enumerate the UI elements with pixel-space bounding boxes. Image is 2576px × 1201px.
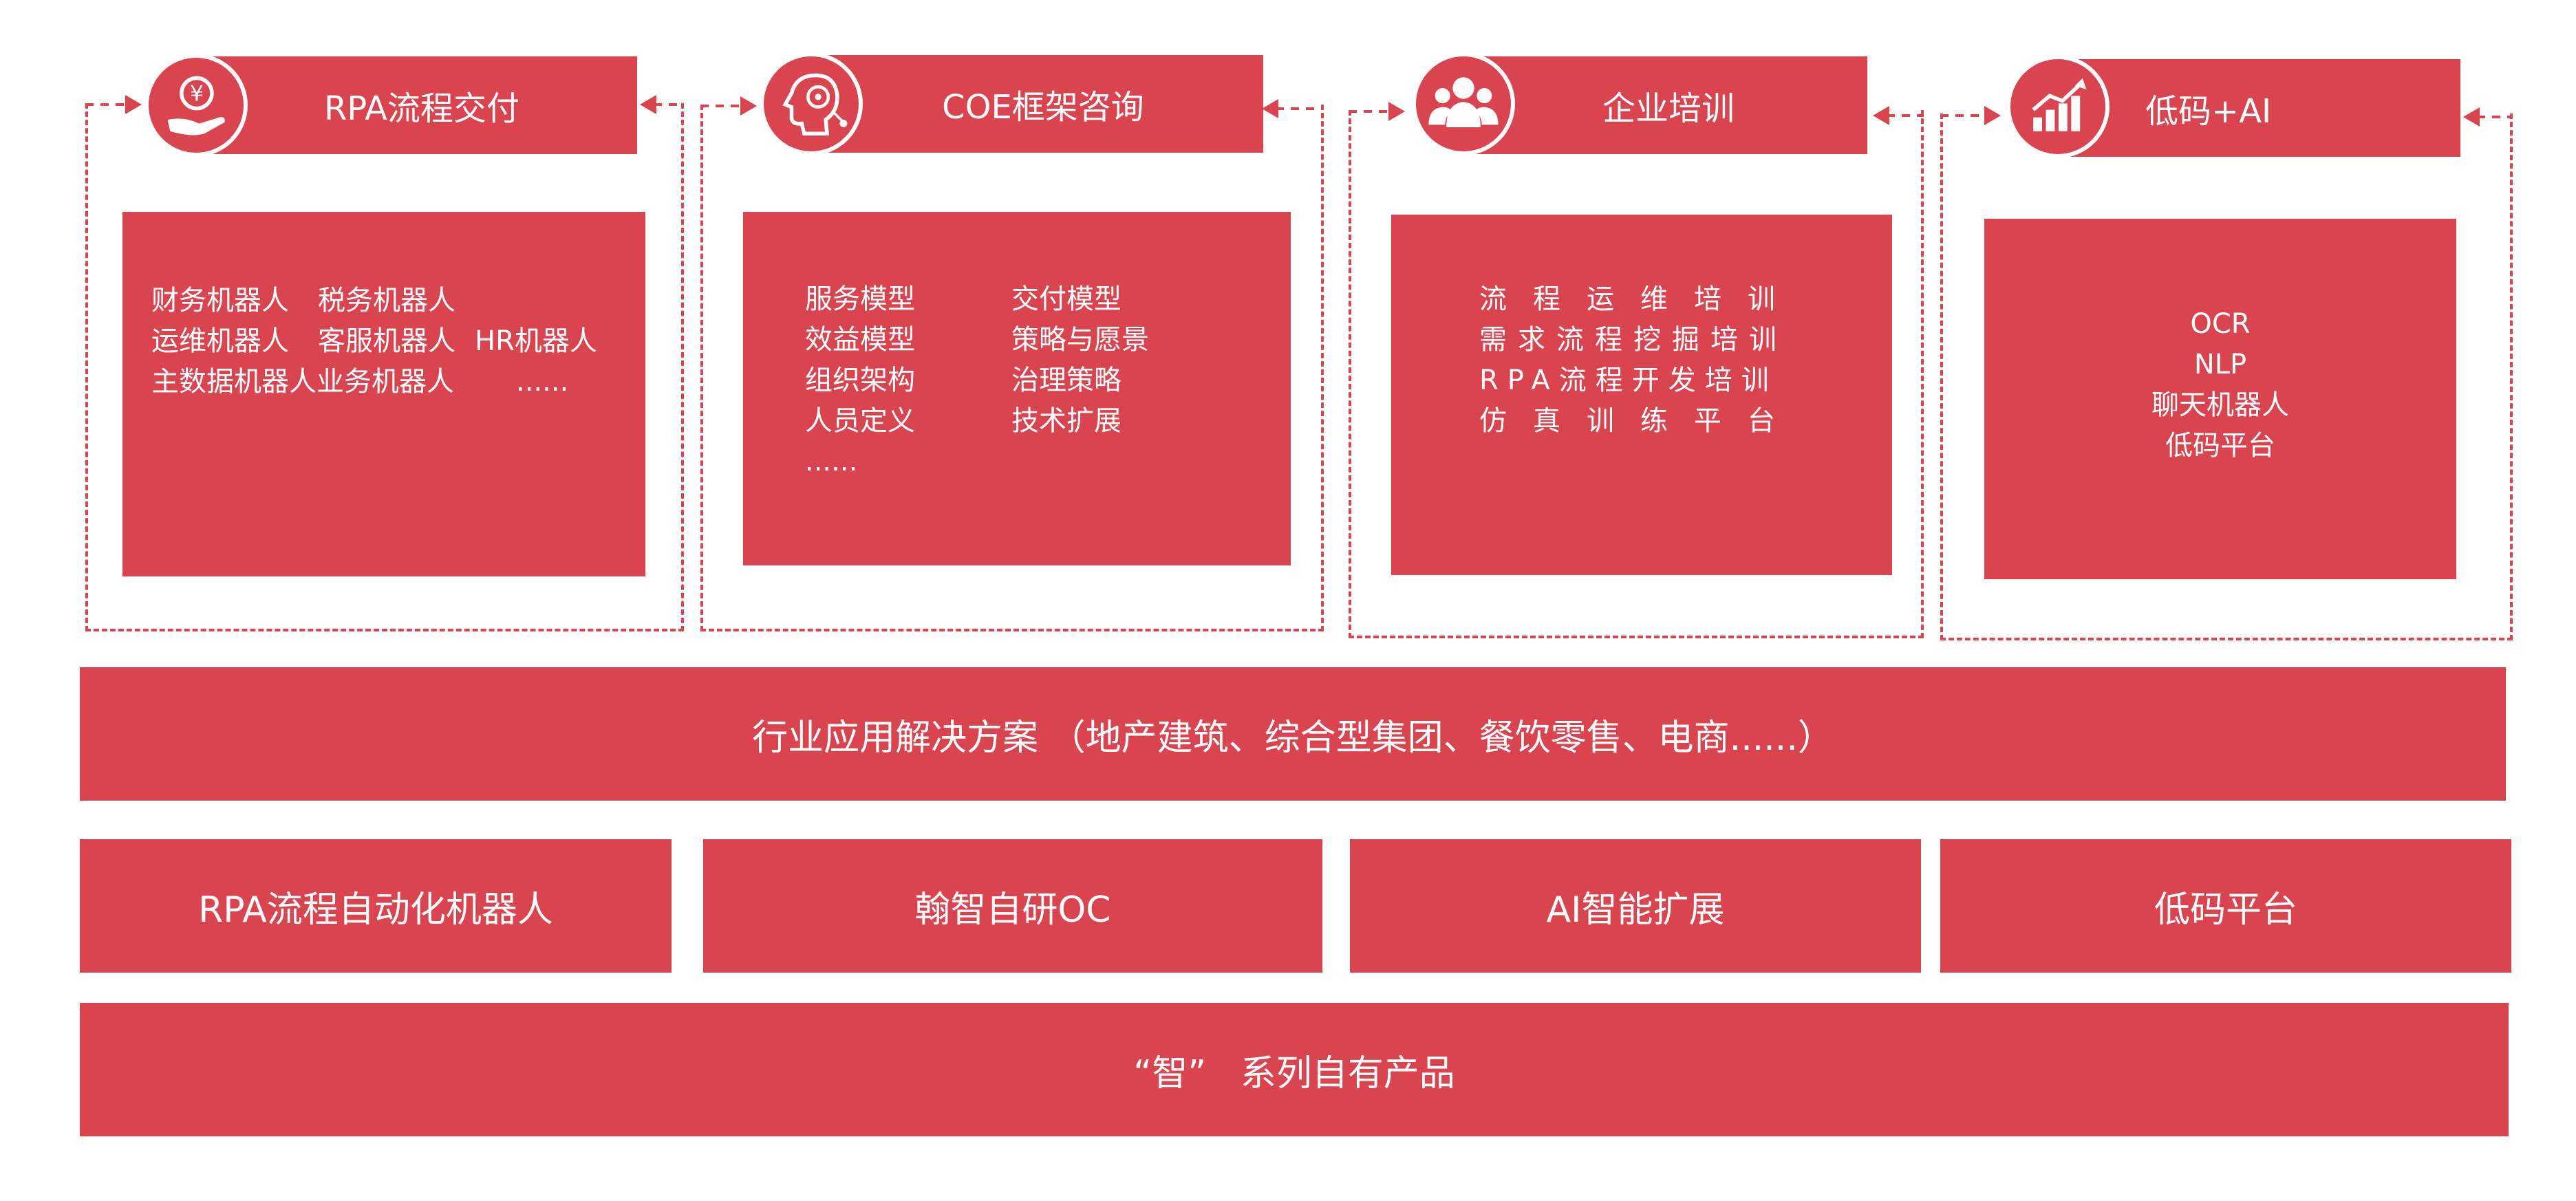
module-title: COE框架咨询 xyxy=(942,88,1144,127)
module-card-coe: 服务模型 交付模型 效益模型 策略与愿景 组织架构 治理策略 人员定义 技术扩展… xyxy=(743,212,1291,565)
product-label: AI智能扩展 xyxy=(1546,889,1725,931)
industry-solutions-label: 行业应用解决方案 （地产建筑、综合型集团、餐饮零售、电商......） xyxy=(752,717,1834,759)
card-item: ...... xyxy=(805,446,858,477)
product-label: 翰智自研OC xyxy=(914,889,1111,931)
card-item: 效益模型 xyxy=(805,324,915,356)
card-item: 客服机器人 xyxy=(318,325,455,357)
module-title: RPA流程交付 xyxy=(323,89,520,128)
arrow-head xyxy=(1262,99,1278,118)
card-item: NLP xyxy=(2193,349,2247,380)
product-box: AI智能扩展 xyxy=(1350,839,1921,973)
card-item: 主数据机器人 xyxy=(151,366,316,398)
card-row: RPA流程开发培训 xyxy=(1479,360,1892,401)
card-item: 交付模型 xyxy=(1011,283,1121,315)
hand-yen-icon: ¥ xyxy=(144,54,248,157)
module-header-lowcode: 低码+AI xyxy=(2063,59,2460,157)
card-item: 流程运维培训 xyxy=(1479,283,1801,315)
card-item: 低码平台 xyxy=(2165,430,2275,462)
card-item: 财务机器人 xyxy=(151,285,289,316)
svg-text:¥: ¥ xyxy=(190,82,204,107)
module-title: 低码+AI xyxy=(2145,92,2272,131)
module-header-coe: COE框架咨询 xyxy=(823,55,1263,153)
card-row: ...... xyxy=(805,442,1291,482)
product-label: 低码平台 xyxy=(2154,889,2297,931)
card-item: 税务机器人 xyxy=(318,285,455,316)
loop-outline-rpa xyxy=(85,103,684,631)
people-group-icon xyxy=(1412,52,1515,155)
card-item: RPA流程开发培训 xyxy=(1479,365,1778,396)
card-row: 人员定义 技术扩展 xyxy=(805,401,1291,442)
ai-head-icon xyxy=(760,52,863,155)
arrow-head xyxy=(740,96,757,116)
card-item: 人员定义 xyxy=(805,405,915,437)
loop-outline-coe xyxy=(700,105,1324,631)
module-title: 企业培训 xyxy=(1602,89,1735,128)
card-row: 需求流程挖掘培训 xyxy=(1479,320,1892,360)
card-row: 运维机器人 客服机器人 HR机器人 xyxy=(151,321,645,362)
module-card-training: 流程运维培训 需求流程挖掘培训 RPA流程开发培训 仿真训练平台 xyxy=(1391,215,1892,575)
loop-outline-training xyxy=(1349,110,1924,638)
loop-outline-lowcode xyxy=(1940,113,2513,640)
foundation-label: “智” 系列自有产品 xyxy=(1133,1052,1455,1094)
module-header-training: 企业培训 xyxy=(1470,56,1867,154)
card-row: 服务模型 交付模型 xyxy=(805,279,1291,320)
module-header-rpa: RPA流程交付 xyxy=(206,56,637,154)
product-box: RPA流程自动化机器人 xyxy=(80,839,672,973)
card-item: 服务模型 xyxy=(805,283,915,315)
product-box: 低码平台 xyxy=(1940,839,2511,973)
card-item: HR机器人 xyxy=(475,325,597,357)
card-item: 聊天机器人 xyxy=(2151,389,2289,421)
arrow-head xyxy=(2463,107,2480,127)
module-card-rpa: 财务机器人 税务机器人 运维机器人 客服机器人 HR机器人 主数据机器人 业务机… xyxy=(122,212,645,576)
card-item: 治理策略 xyxy=(1011,365,1121,396)
foundation-band: “智” 系列自有产品 xyxy=(80,1003,2509,1136)
card-row: 效益模型 策略与愿景 xyxy=(805,320,1291,360)
card-item: 需求流程挖掘培训 xyxy=(1479,324,1788,356)
card-item: 业务机器人 xyxy=(316,366,454,398)
module-card-lowcode: OCR NLP 聊天机器人 低码平台 xyxy=(1984,219,2456,579)
card-item: 组织架构 xyxy=(805,365,915,396)
card-item: 运维机器人 xyxy=(151,325,289,357)
product-label: RPA流程自动化机器人 xyxy=(198,889,553,931)
industry-solutions-band: 行业应用解决方案 （地产建筑、综合型集团、餐饮零售、电商......） xyxy=(80,667,2506,801)
arrow-head xyxy=(1873,106,1889,125)
card-row: 财务机器人 税务机器人 xyxy=(151,281,645,321)
card-row: 仿真训练平台 xyxy=(1479,401,1892,442)
arrow-head xyxy=(1388,102,1405,121)
card-item: OCR xyxy=(2190,308,2251,340)
card-item: 策略与愿景 xyxy=(1011,324,1149,356)
card-item: 技术扩展 xyxy=(1011,405,1121,437)
product-box: 翰智自研OC xyxy=(703,839,1322,973)
arrow-head xyxy=(1984,106,2001,125)
card-row: 流程运维培训 xyxy=(1479,279,1892,320)
bar-chart-icon xyxy=(2006,55,2110,158)
card-item: 仿真训练平台 xyxy=(1479,405,1801,437)
arrow-head xyxy=(125,95,142,114)
arrow-head xyxy=(640,95,656,114)
card-item: ...... xyxy=(516,366,569,398)
card-row: 主数据机器人 业务机器人 ...... xyxy=(151,362,645,402)
card-row: 组织架构 治理策略 xyxy=(805,360,1291,401)
